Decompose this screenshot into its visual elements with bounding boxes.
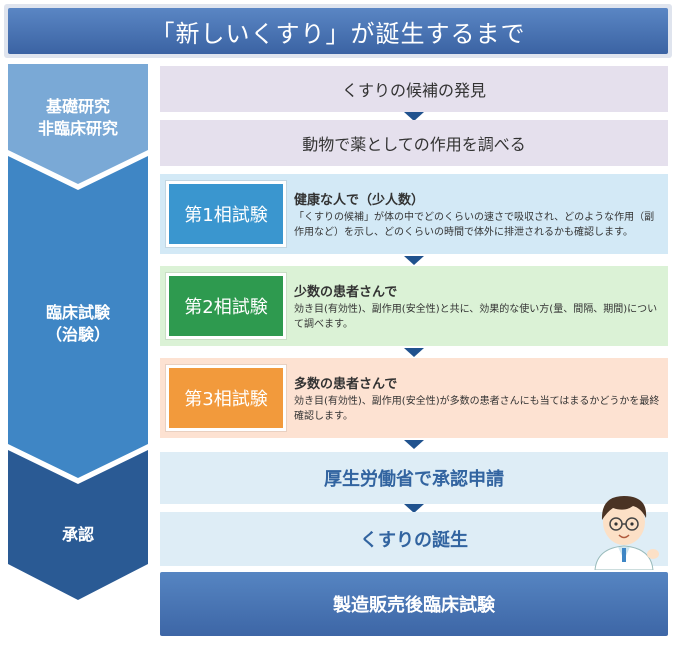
step-discovery: くすりの候補の発見 [160, 66, 668, 112]
phase2-badge: 第2相試験 [166, 273, 286, 339]
phase2-box: 第2相試験 少数の患者さんで 効き目(有効性)、副作用(安全性)と共に、効果的な… [160, 266, 668, 346]
page-title: 「新しいくすり」が誕生するまで [8, 8, 668, 54]
phase2-head: 少数の患者さんで [294, 284, 398, 300]
phase-label-basic: 基礎研究 非臨床研究 [8, 96, 148, 140]
phase-clinical-line2: （治験） [45, 325, 110, 344]
phase1-badge: 第1相試験 [166, 181, 286, 247]
down-arrow-icon [404, 112, 424, 121]
chevron-clinical [8, 156, 148, 478]
step-birth: くすりの誕生 [160, 512, 668, 566]
phase1-desc: 「くすりの候補」が体の中でどのくらいの速さで吸収され、どのような作用（副作用など… [294, 211, 655, 238]
down-arrow-icon [404, 440, 424, 449]
title-bar: 「新しいくすり」が誕生するまで [4, 4, 672, 58]
phase-clinical-line1: 臨床試験 [45, 303, 110, 322]
phase3-desc: 効き目(有効性)、副作用(安全性)が多数の患者さんにも当てはまるかどうかを最終確… [294, 395, 660, 422]
phase3-box: 第3相試験 多数の患者さんで 効き目(有効性)、副作用(安全性)が多数の患者さん… [160, 358, 668, 438]
step-post-market: 製造販売後臨床試験 [160, 572, 668, 636]
phase2-text: 少数の患者さんで 効き目(有効性)、副作用(安全性)と共に、効果的な使い方(量、… [286, 281, 668, 332]
step-animal: 動物で薬としての作用を調べる [160, 120, 668, 166]
phase1-text: 健康な人で（少人数） 「くすりの候補」が体の中でどのくらいの速さで吸収され、どの… [286, 189, 668, 240]
phase-basic-line1: 基礎研究 [45, 97, 110, 116]
phase3-text: 多数の患者さんで 効き目(有効性)、副作用(安全性)が多数の患者さんにも当てはま… [286, 373, 668, 424]
phase2-desc: 効き目(有効性)、副作用(安全性)と共に、効果的な使い方(量、間隔、期間)につい… [294, 303, 658, 330]
phase-label-approval: 承認 [8, 524, 148, 546]
down-arrow-icon [404, 504, 424, 513]
chevron-approval [8, 450, 148, 600]
phase3-head: 多数の患者さんで [294, 376, 398, 392]
down-arrow-icon [404, 256, 424, 265]
chevron-basic [8, 64, 148, 184]
phase-basic-line2: 非臨床研究 [37, 119, 118, 138]
phase1-head: 健康な人で（少人数） [294, 192, 425, 208]
phase3-badge: 第3相試験 [166, 365, 286, 431]
doctor-icon [594, 496, 659, 570]
phase-chevrons [8, 64, 148, 600]
phase-approval-line1: 承認 [61, 525, 94, 544]
phase-label-clinical: 臨床試験 （治験） [8, 302, 148, 346]
phase1-box: 第1相試験 健康な人で（少人数） 「くすりの候補」が体の中でどのくらいの速さで吸… [160, 174, 668, 254]
step-apply: 厚生労働省で承認申請 [160, 452, 668, 504]
down-arrow-icon [404, 348, 424, 357]
